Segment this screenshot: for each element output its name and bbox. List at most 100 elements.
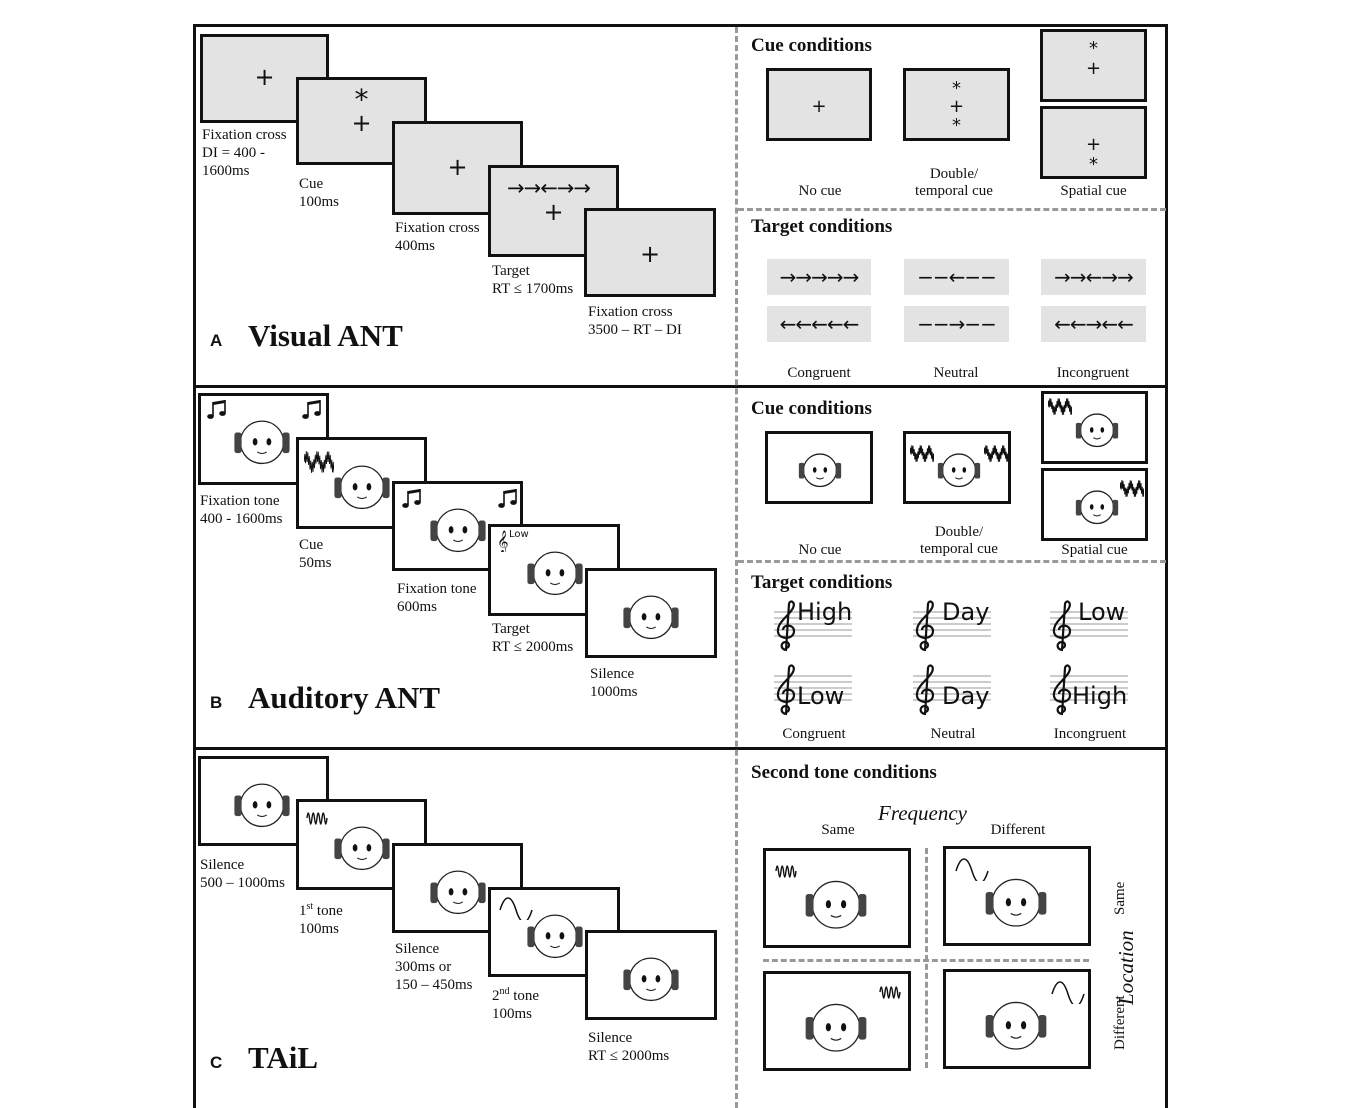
b-cue-target-divider (738, 560, 1166, 563)
face-with-headphones-icon (803, 867, 869, 939)
panel-a-letter: A (210, 331, 223, 350)
fixation-cross-icon: + (811, 96, 827, 117)
music-staff-icon (1050, 600, 1130, 659)
b-target-label-incongruent: Incongruent (1053, 726, 1127, 742)
c-caption-2-word: tone (313, 903, 343, 919)
b-cue-heading: Cue conditions (751, 398, 872, 419)
face-with-headphones-icon (983, 865, 1049, 937)
panel-c-title: TAiL (248, 1040, 319, 1075)
high-frequency-wave-icon (774, 861, 800, 890)
face-with-headphones-icon (332, 453, 392, 519)
noise-burst-icon (1119, 479, 1145, 503)
cue-star-icon: * (952, 115, 961, 136)
face-with-headphones-icon (803, 990, 869, 1062)
a-cue-target-divider (738, 208, 1166, 211)
b-cue-label-double: Double/ temporal cue (920, 524, 998, 557)
music-note-icon (206, 398, 230, 427)
a-caption-1: Fixation cross DI = 400 - 1600ms (202, 127, 287, 179)
b-cue-label-spatial: Spatial cue (1061, 542, 1128, 558)
panel-divider-bc (193, 747, 1168, 750)
c-caption-2-ordinal: st (306, 901, 314, 912)
b-target-label-neutral: Neutral (930, 726, 976, 742)
music-staff-icon (913, 664, 993, 723)
music-staff-icon (774, 664, 854, 723)
a-caption-5: Fixation cross 3500 – RT – DI (588, 304, 682, 338)
low-frequency-wave-icon (498, 894, 538, 925)
face-with-headphones-icon (621, 945, 681, 1011)
face-with-headphones-icon (525, 539, 585, 605)
fixation-cross-icon: + (639, 240, 661, 268)
b-cue-none-screen (765, 431, 873, 504)
face-with-headphones-icon (232, 771, 292, 837)
c-caption-2-number: 1 (299, 903, 307, 919)
panel-b-title: Auditory ANT (248, 680, 441, 715)
music-note-icon (497, 487, 520, 516)
a-target-incongruent-top: →→←→→ (1041, 259, 1146, 295)
loc-same-label: Same (1112, 881, 1128, 915)
a-target-heading: Target conditions (751, 216, 893, 237)
c-caption-5: Silence RT ≤ 2000ms (588, 1030, 670, 1064)
music-note-icon (301, 398, 325, 427)
c-caption-4-number: 2 (492, 988, 500, 1004)
b-cue-spatial-bottom-screen (1041, 468, 1148, 541)
fixation-cross-icon: + (1085, 58, 1102, 79)
noise-burst-icon (303, 450, 335, 479)
high-frequency-wave-icon (878, 982, 904, 1011)
freq-different-label: Different (990, 822, 1046, 838)
a-caption-3: Fixation cross 400ms (395, 220, 480, 254)
freq-same-label: Same (821, 822, 855, 838)
c-quadrant-divider-vertical (925, 848, 928, 1068)
loc-different-label: Different (1112, 995, 1128, 1050)
face-with-headphones-icon (936, 444, 982, 496)
a-target-congruent-bottom: ←←←←← (767, 306, 871, 342)
b-cue-label-none: No cue (798, 542, 842, 558)
face-with-headphones-icon (232, 408, 292, 474)
a-target-neutral-top: −−←−− (904, 259, 1009, 295)
fixation-cross-icon: + (543, 198, 564, 226)
a-cue-label-spatial: Spatial cue (1060, 183, 1127, 199)
face-with-headphones-icon (797, 444, 843, 496)
face-with-headphones-icon (332, 814, 392, 880)
b-target-neutral-bottom: Day (942, 682, 990, 710)
cue-star-icon: * (1089, 38, 1098, 59)
fixation-cross-icon: + (948, 96, 965, 117)
panel-a-title: Visual ANT (248, 318, 403, 353)
a-cue-spatial-bottom-screen: + * (1040, 106, 1147, 179)
a-cue-heading: Cue conditions (751, 35, 872, 56)
c-cond-same-same (763, 848, 911, 948)
b-target-congruent-bottom: Low (797, 682, 845, 710)
music-staff-icon (1050, 664, 1130, 723)
low-frequency-wave-icon (1050, 978, 1088, 1009)
frequency-label: Frequency (878, 801, 968, 825)
b-caption-4: Target RT ≤ 2000ms (492, 621, 574, 655)
b-screen-5 (585, 568, 717, 658)
b-caption-1: Fixation tone 400 - 1600ms (200, 493, 283, 527)
c-cond-diff-diff (943, 969, 1091, 1069)
a-target-label-neutral: Neutral (933, 365, 979, 381)
a-caption-4: Target RT ≤ 1700ms (492, 263, 574, 297)
cue-star-icon: * (354, 83, 369, 116)
face-with-headphones-icon (1074, 481, 1120, 533)
a-cue-spatial-top-screen: * + (1040, 29, 1147, 102)
music-staff-icon (913, 600, 993, 659)
b-caption-3: Fixation tone 600ms (397, 581, 477, 615)
face-with-headphones-icon (428, 858, 488, 924)
face-with-headphones-icon (983, 988, 1049, 1060)
noise-burst-icon (983, 444, 1008, 468)
face-with-headphones-icon (428, 496, 488, 562)
fixation-cross-icon: + (254, 63, 275, 91)
c-conditions-heading: Second tone conditions (751, 762, 937, 783)
a-target-label-congruent: Congruent (787, 365, 851, 381)
c-cond-diff-freq-same-loc (943, 846, 1091, 946)
svg-text:𝄞: 𝄞 (497, 530, 509, 552)
a-cue-label-double: Double/ temporal cue (915, 166, 993, 199)
c-caption-3: Silence 300ms or 150 – 450ms (395, 941, 473, 993)
a-target-neutral-bottom: −−→−− (904, 306, 1009, 342)
a-target-congruent-top: →→→→→ (767, 259, 871, 295)
panel-b-letter: B (210, 693, 223, 712)
b-target-label-congruent: Congruent (782, 726, 846, 742)
b-target-congruent-top: High (797, 598, 853, 626)
b-cue-spatial-top-screen (1041, 391, 1148, 464)
